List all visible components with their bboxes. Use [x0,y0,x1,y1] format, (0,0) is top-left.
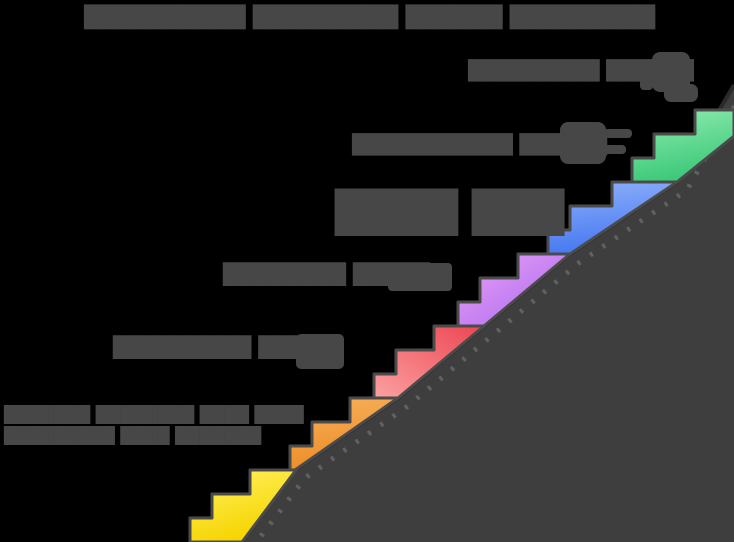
step-1-label-line-2: █████████ ████ ███████ [4,426,262,445]
step-1-yellow-shape [188,468,298,542]
step-2-label: █████████ █████ [113,335,336,359]
diagram-title: ██████████ █████████ ██████ █████████ [84,5,656,29]
step-5-label: ███████████ ██████ [352,134,608,156]
label-badge-coral [388,263,452,291]
step-3-coral-shape [372,324,486,400]
step-4-label: ████ ███ [335,190,565,236]
step-3-label: ████████ █████ [223,262,430,286]
badge-icon [640,52,698,102]
ground-triangle [242,85,734,542]
step-2-orange-shape [288,396,400,472]
document-icon [560,122,632,164]
step-6-green-shape [630,108,734,184]
step-6-label: █████████ ██████ [468,60,694,82]
step-5-blue-shape [546,180,679,256]
step-1-label-line-1: ███████ ████████ ████ ████ [4,405,304,424]
step-4-purple-shape [456,252,572,328]
label-badge-orange [296,334,344,369]
